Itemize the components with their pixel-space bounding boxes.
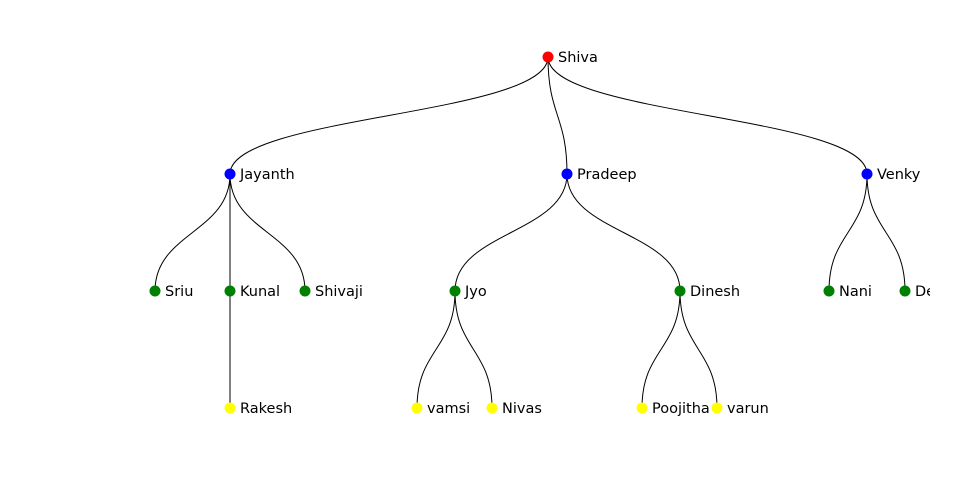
tree-link bbox=[229, 56, 549, 175]
tree-node-poojitha[interactable]: Poojitha bbox=[636, 401, 710, 417]
node-label: Shivaji bbox=[315, 284, 363, 300]
node-circle[interactable] bbox=[899, 285, 911, 297]
tree-link bbox=[454, 290, 493, 409]
tree-link bbox=[866, 173, 906, 292]
node-circle[interactable] bbox=[542, 51, 554, 63]
tree-link bbox=[828, 173, 868, 292]
node-circle[interactable] bbox=[636, 402, 648, 414]
node-circle[interactable] bbox=[149, 285, 161, 297]
node-circle[interactable] bbox=[411, 402, 423, 414]
tree-link bbox=[454, 173, 568, 292]
node-label: Nani bbox=[839, 284, 872, 300]
node-circle[interactable] bbox=[486, 402, 498, 414]
node-label: Sriu bbox=[165, 284, 193, 300]
node-label: Poojitha bbox=[652, 401, 710, 417]
node-label: vamsi bbox=[427, 401, 470, 417]
tree-node-shivaji[interactable]: Shivaji bbox=[299, 284, 363, 300]
node-circle[interactable] bbox=[224, 168, 236, 180]
node-label: Jayanth bbox=[239, 167, 295, 183]
tree-node-sriu[interactable]: Sriu bbox=[149, 284, 194, 300]
node-label: Kunal bbox=[240, 284, 280, 300]
node-label: Dinesh bbox=[690, 284, 740, 300]
node-circle[interactable] bbox=[299, 285, 311, 297]
tree-link bbox=[416, 290, 456, 409]
tree-node-dinesh[interactable]: Dinesh bbox=[674, 284, 741, 300]
tree-node-shiva[interactable]: Shiva bbox=[542, 50, 598, 66]
tree-link bbox=[547, 56, 868, 175]
node-circle[interactable] bbox=[224, 285, 236, 297]
tree-link bbox=[229, 173, 306, 292]
tree-node-nivas[interactable]: Nivas bbox=[486, 401, 542, 417]
tree-link bbox=[154, 173, 231, 292]
tree-node-jyo[interactable]: Jyo bbox=[449, 284, 487, 300]
tree-link bbox=[641, 290, 681, 409]
node-circle[interactable] bbox=[449, 285, 461, 297]
tree-node-vamsi[interactable]: vamsi bbox=[411, 401, 471, 417]
node-label: Pradeep bbox=[577, 167, 637, 183]
node-label: Jyo bbox=[464, 284, 487, 300]
node-label: Rakesh bbox=[240, 401, 292, 417]
node-circle[interactable] bbox=[861, 168, 873, 180]
node-label: varun bbox=[727, 401, 769, 417]
tree-link bbox=[547, 56, 568, 175]
node-label: Nivas bbox=[502, 401, 542, 417]
node-circle[interactable] bbox=[224, 402, 236, 414]
tree-node-rakesh[interactable]: Rakesh bbox=[224, 401, 293, 417]
tree-node-de[interactable]: De bbox=[899, 284, 931, 300]
node-circle[interactable] bbox=[823, 285, 835, 297]
tree-node-pradeep[interactable]: Pradeep bbox=[561, 167, 637, 183]
node-label: Shiva bbox=[558, 50, 598, 66]
node-label: De bbox=[915, 284, 930, 300]
tree-node-nani[interactable]: Nani bbox=[823, 284, 872, 300]
tree-links bbox=[154, 56, 906, 409]
tree-link bbox=[679, 290, 718, 409]
tree-node-kunal[interactable]: Kunal bbox=[224, 284, 281, 300]
node-circle[interactable] bbox=[674, 285, 686, 297]
tree-node-venky[interactable]: Venky bbox=[861, 167, 921, 183]
tree-node-varun[interactable]: varun bbox=[711, 401, 769, 417]
node-circle[interactable] bbox=[561, 168, 573, 180]
tree-link bbox=[566, 173, 681, 292]
node-label: Venky bbox=[877, 167, 921, 183]
tree-node-jayanth[interactable]: Jayanth bbox=[224, 167, 295, 183]
node-circle[interactable] bbox=[711, 402, 723, 414]
